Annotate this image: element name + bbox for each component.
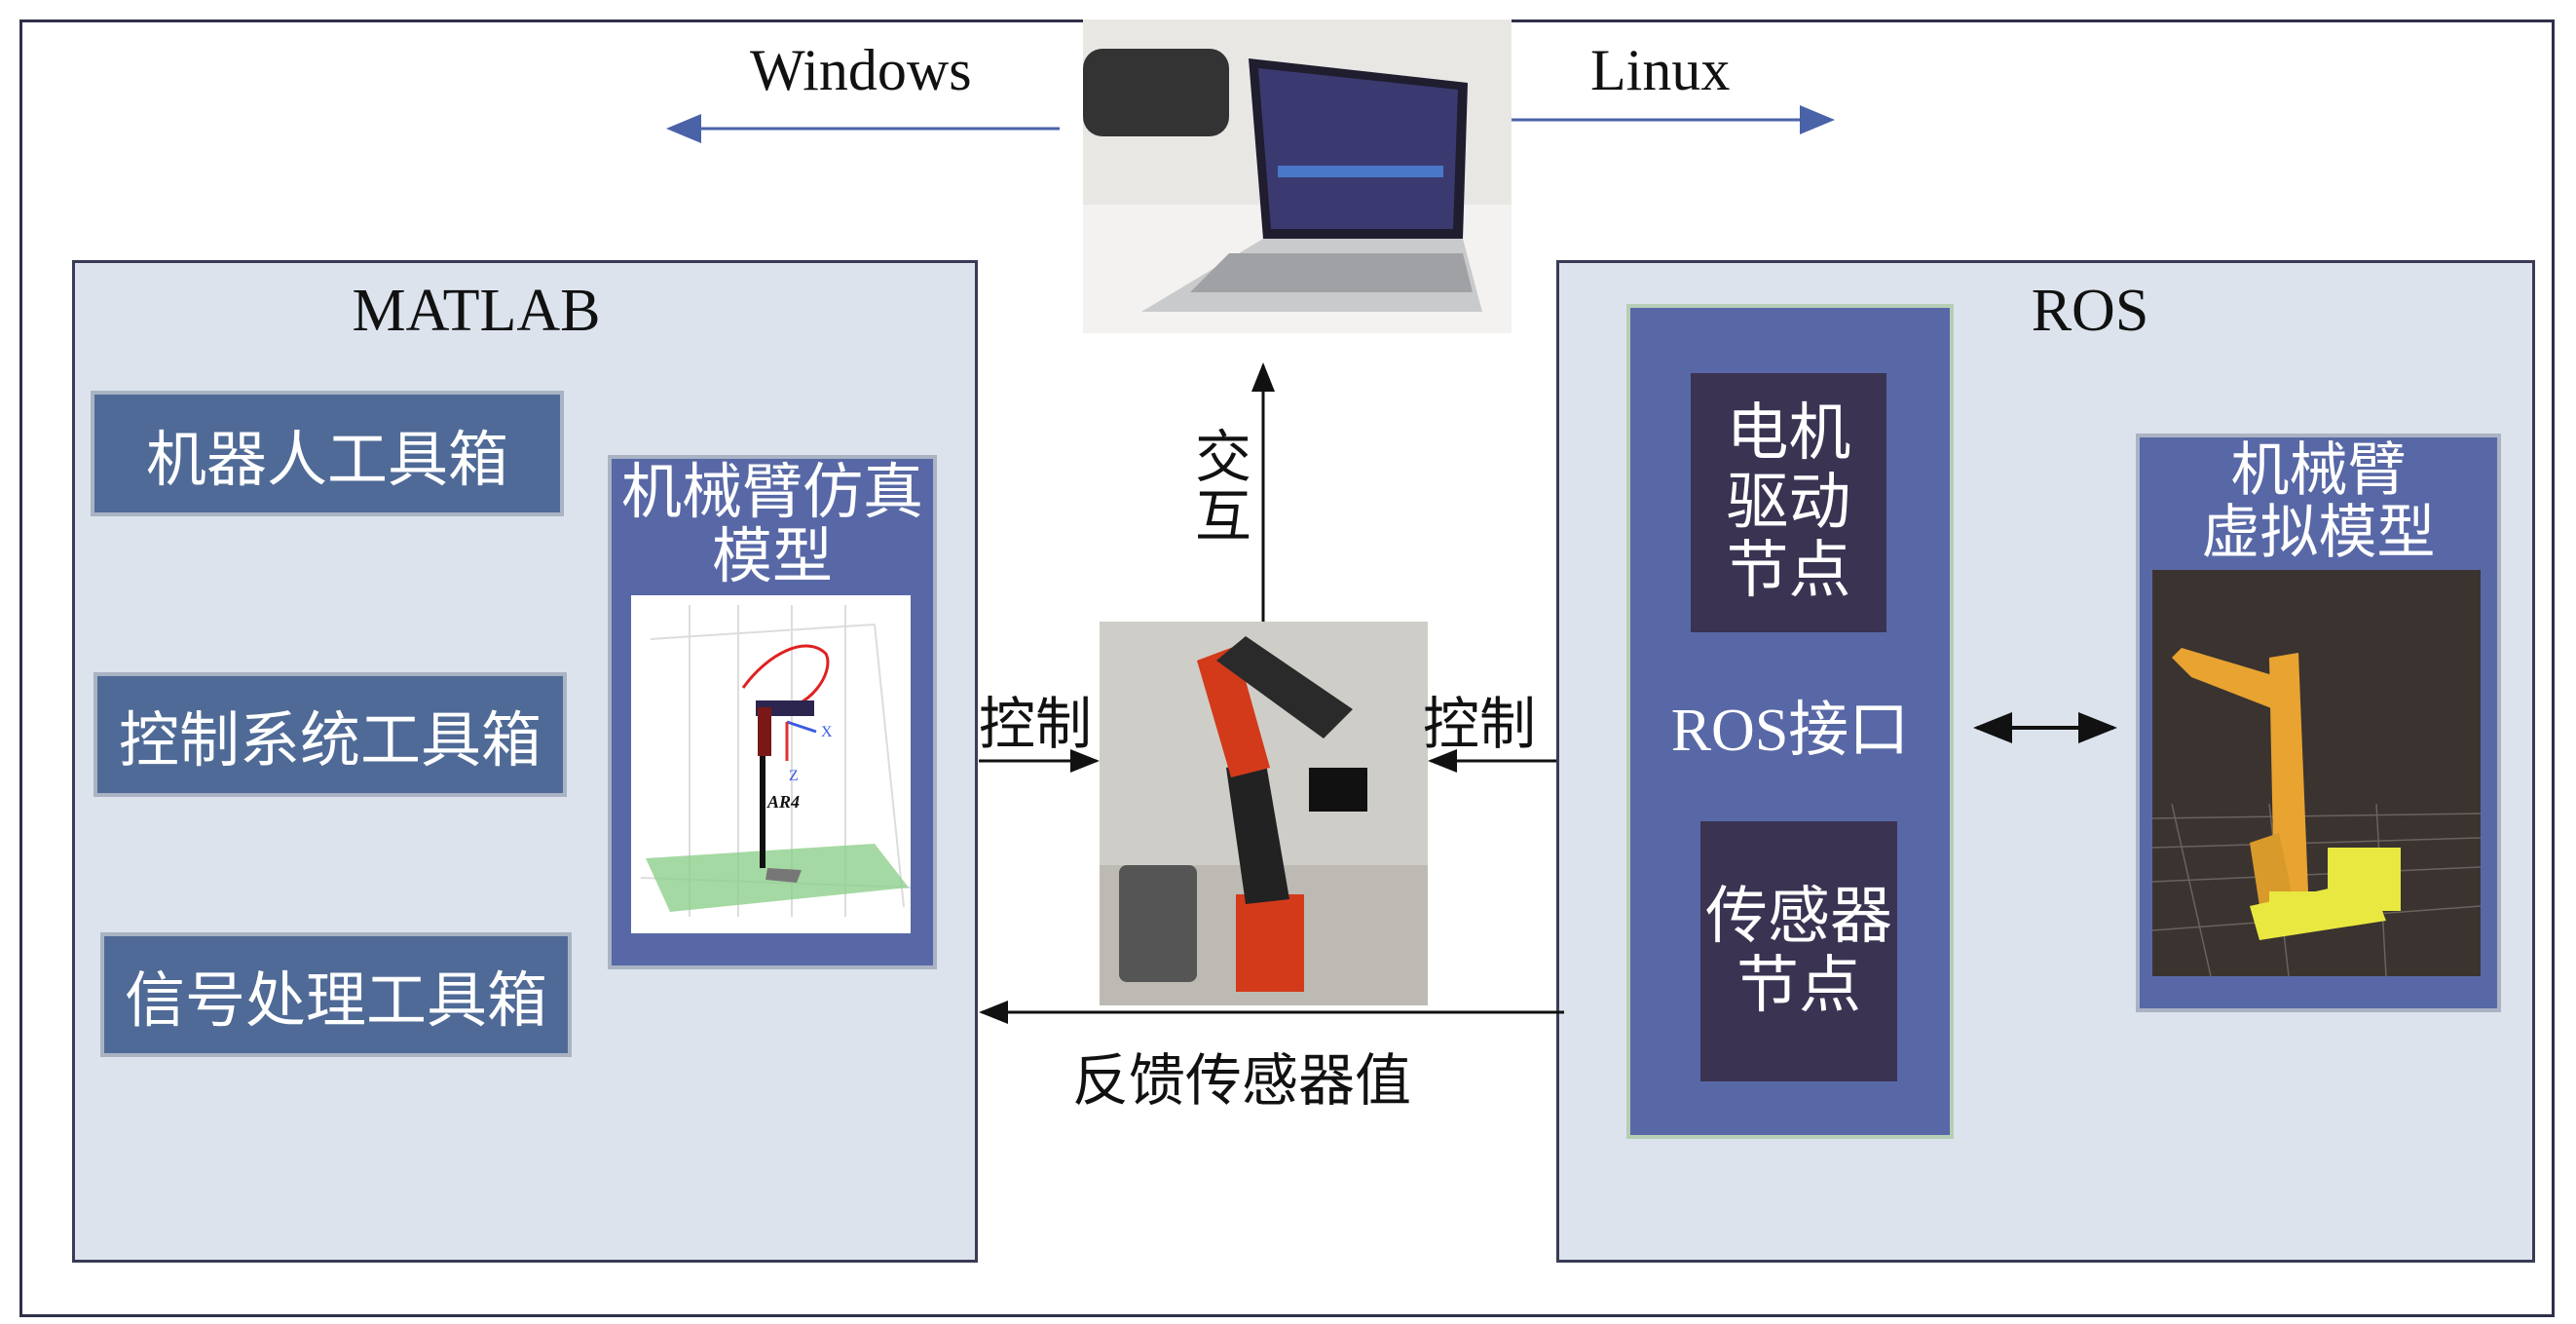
windows-label: Windows — [750, 38, 972, 102]
robot-arm-photo — [1100, 622, 1428, 1005]
rviz-robot-illustration — [2152, 648, 2481, 976]
sim-model-title-line1: 机械臂仿真 — [620, 460, 923, 526]
toolbox-signal-processing: 信号处理工具箱 — [100, 932, 572, 1057]
control-left-label: 控制 — [979, 693, 1093, 756]
virtual-model-title-line1: 机械臂 — [2230, 438, 2407, 503]
sim-model-plot: X Z AR4 — [631, 595, 911, 933]
interact-label-char1: 交 — [1194, 426, 1251, 489]
axis-x-label: X — [821, 724, 833, 740]
sensor-node-line1: 传感器 — [1705, 882, 1892, 952]
ros-interface-label: ROS接口 — [1670, 698, 1910, 764]
matlab-robot-plot: X Z AR4 — [640, 605, 911, 917]
motor-node-line1: 电机 — [1726, 398, 1851, 469]
toolbox-robotics: 机器人工具箱 — [91, 391, 564, 516]
laptop-photo — [1083, 19, 1512, 333]
interact-label: 交 互 — [1194, 426, 1252, 549]
sensor-node-line2: 节点 — [1736, 950, 1861, 1020]
axis-z-label: Z — [789, 768, 799, 784]
control-right-label: 控制 — [1423, 693, 1537, 756]
robot-arm-illustration — [1100, 622, 1428, 1005]
ros-title: ROS — [2031, 278, 2149, 344]
toolbox-control-system: 控制系统工具箱 — [93, 672, 567, 797]
motor-node-line3: 节点 — [1726, 536, 1851, 606]
motor-driver-node: 电机 驱动 节点 — [1691, 373, 1886, 632]
robot-label: AR4 — [766, 792, 800, 812]
linux-label: Linux — [1590, 38, 1731, 102]
feedback-label: 反馈传感器值 — [1072, 1049, 1412, 1113]
virtual-model-render — [2152, 570, 2481, 976]
sim-model-title-line2: 模型 — [711, 524, 833, 590]
motor-node-line2: 驱动 — [1726, 467, 1851, 537]
sensor-node: 传感器 节点 — [1700, 821, 1897, 1081]
interact-label-char2: 互 — [1194, 484, 1251, 549]
virtual-model-title-line2: 虚拟模型 — [2201, 501, 2436, 565]
matlab-title: MATLAB — [352, 278, 601, 344]
laptop-illustration — [1083, 49, 1512, 333]
